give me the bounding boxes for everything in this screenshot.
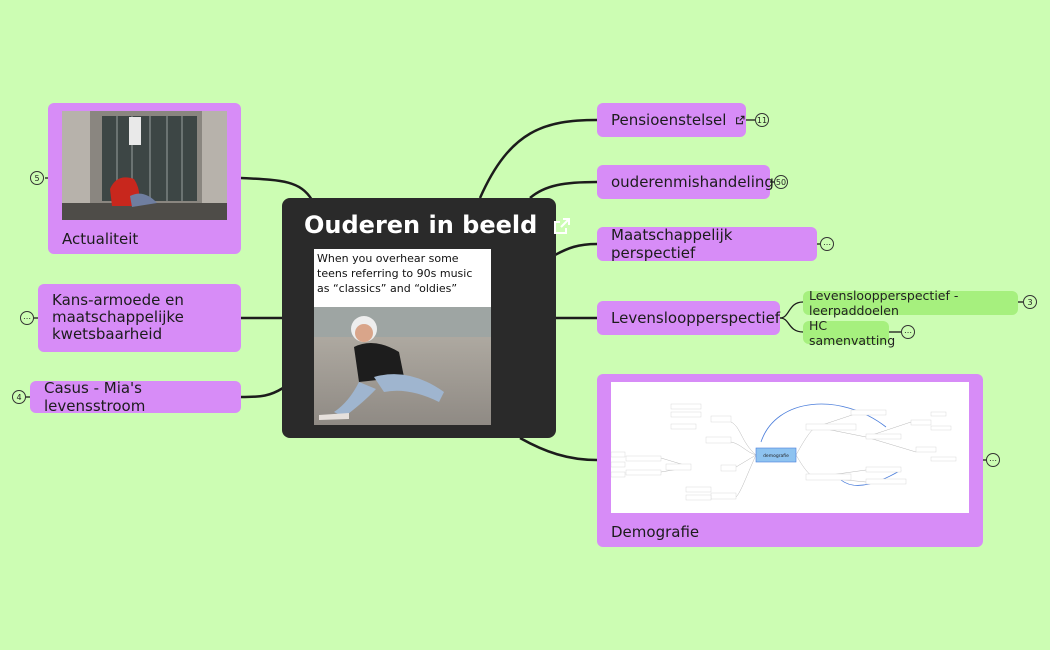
demografie-diagram-center: demografie — [763, 453, 789, 459]
subnode-hc-label: HC samenvatting — [809, 317, 896, 348]
badge-maatschappelijk[interactable]: ⋯ — [820, 237, 834, 251]
node-casus[interactable]: Casus - Mia's levensstroom — [30, 379, 241, 415]
external-link-icon[interactable] — [552, 216, 572, 236]
node-pensioenstelsel[interactable]: Pensioenstelsel — [597, 103, 746, 137]
badge-hc[interactable]: ⋯ — [901, 325, 915, 339]
badge-demografie[interactable]: ⋯ — [986, 453, 1000, 467]
node-actualiteit-label: Actualiteit — [62, 230, 139, 248]
node-levensloopperspectief[interactable]: Levensloopperspectief — [597, 301, 780, 335]
node-ouderenmishandeling[interactable]: ouderenmishandeling — [597, 165, 774, 199]
badge-kans[interactable]: ⋯ — [20, 311, 34, 325]
external-link-icon[interactable] — [735, 113, 746, 127]
node-demografie[interactable]: demografie Demografie — [597, 374, 983, 547]
news-photo — [62, 111, 227, 220]
badge-actualiteit[interactable]: 5 — [30, 171, 44, 185]
central-topic-title: Ouderen in beeld — [304, 211, 538, 239]
node-kans-label-3: kwetsbaarheid — [52, 325, 163, 343]
badge-ouderenmishandeling[interactable]: 50 — [774, 175, 788, 189]
subnode-leerpaddoelen[interactable]: Levensloopperspectief - leerpaddoelen — [803, 288, 1018, 318]
node-kans-label-2: maatschappelijke — [52, 308, 184, 326]
node-levensloopperspectief-label: Levensloopperspectief — [611, 309, 781, 327]
subnode-leerpaddoelen-label: Levensloopperspectief - leerpaddoelen — [809, 288, 959, 318]
badge-leerpaddoelen[interactable]: 3 — [1023, 295, 1037, 309]
node-casus-label: Casus - Mia's levensstroom — [44, 379, 146, 415]
node-maatschappelijk[interactable]: Maatschappelijk perspectief — [597, 226, 817, 262]
node-kans-label-1: Kans-armoede en — [52, 291, 184, 309]
meme-image: When you overhear some teens referring t… — [314, 249, 491, 425]
node-ouderenmishandeling-label: ouderenmishandeling — [611, 173, 774, 191]
subnode-hc-samenvatting[interactable]: HC samenvatting — [803, 318, 895, 348]
badge-casus[interactable]: 4 — [12, 390, 26, 404]
node-kans-armoede[interactable]: Kans-armoede en maatschappelijke kwetsba… — [38, 284, 241, 352]
meme-caption: When you overhear some teens referring t… — [317, 252, 473, 295]
central-topic[interactable]: Ouderen in beeld When you overhear some … — [282, 198, 570, 438]
badge-pensioenstelsel[interactable]: 11 — [755, 113, 769, 127]
node-maatschappelijk-label: Maatschappelijk perspectief — [611, 226, 733, 262]
node-demografie-label: Demografie — [611, 523, 700, 541]
node-pensioenstelsel-label: Pensioenstelsel — [611, 111, 727, 129]
demografie-diagram-image: demografie — [611, 382, 969, 513]
meme-photo — [314, 307, 491, 425]
node-actualiteit[interactable]: Actualiteit — [48, 103, 241, 254]
